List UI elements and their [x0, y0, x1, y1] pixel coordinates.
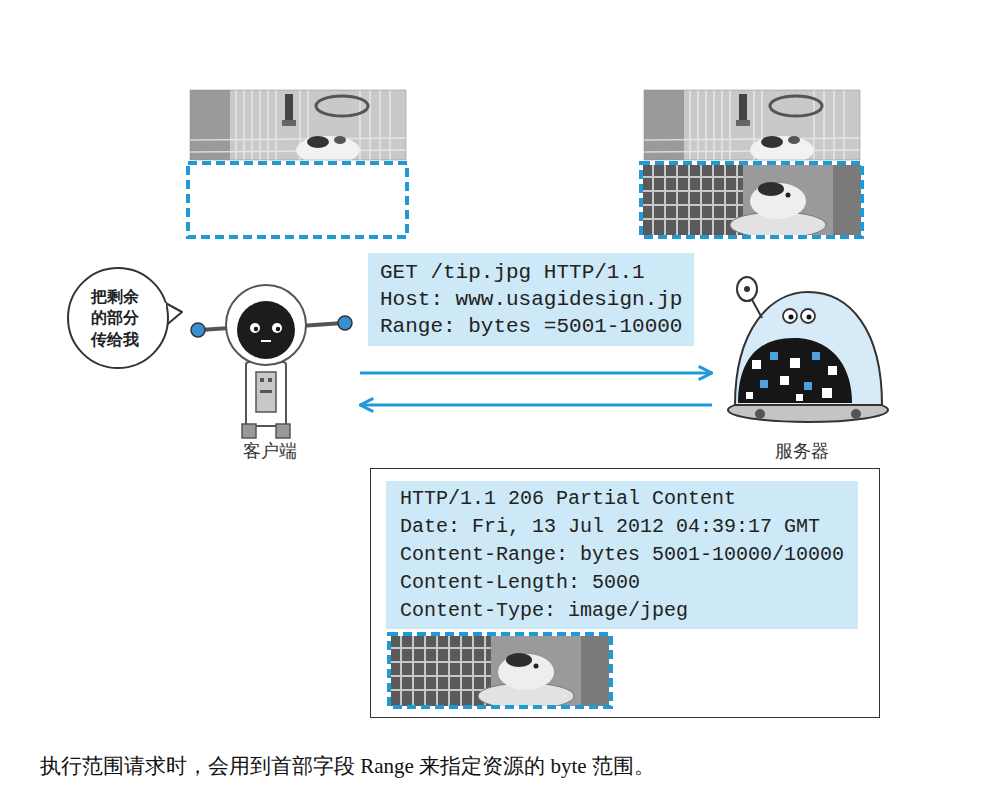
- range-frame: [641, 163, 862, 237]
- node-text: HTTP/1.1 206 Partial Content: [400, 485, 844, 513]
- server-node: 服务器: [712, 268, 892, 464]
- node-text: Date: Fri, 13 Jul 2012 04:39:17 GMT: [400, 513, 844, 541]
- message-arrow: [360, 372, 712, 375]
- caption-box: 执行范围请求时，会用到首部字段 Range 来指定资源的 byte 范围。: [40, 752, 655, 780]
- node-text: Range: bytes =5001-10000: [380, 313, 682, 340]
- node-text: Content-Range: bytes 5001-10000/10000: [400, 541, 844, 569]
- caption-text: 执行范围请求时，会用到首部字段 Range 来指定资源的 byte 范围。: [40, 752, 655, 780]
- node-text: 客户端: [243, 440, 297, 464]
- empty-range-frame: [188, 163, 407, 237]
- message-arrow: [360, 404, 712, 407]
- speech-bubble-shape: [68, 268, 182, 368]
- node-text: Host: www.usagidesign.jp: [380, 286, 682, 313]
- node-text: GET /tip.jpg HTTP/1.1: [380, 259, 682, 286]
- server-robot-figure: [728, 277, 888, 422]
- response-message: HTTP/1.1 206 Partial ContentDate: Fri, 1…: [386, 481, 858, 629]
- photo-top-left: [190, 90, 406, 164]
- client-node: 客户端: [180, 268, 360, 464]
- node-text: 服务器: [775, 440, 829, 464]
- speech-bubble: 把剩余 的部分 传给我: [68, 272, 168, 364]
- node-text: Content-Type: image/jpeg: [400, 597, 844, 625]
- response-frame: HTTP/1.1 206 Partial ContentDate: Fri, 1…: [370, 468, 880, 718]
- client-robot-figure: [191, 285, 352, 438]
- node-text: Content-Length: 5000: [400, 569, 844, 597]
- partial-frame: [389, 634, 611, 707]
- node-text: 把剩余 的部分 传给我: [91, 286, 145, 351]
- photo-partial: [391, 636, 609, 709]
- request-message: GET /tip.jpg HTTP/1.1Host: www.usagidesi…: [368, 253, 694, 346]
